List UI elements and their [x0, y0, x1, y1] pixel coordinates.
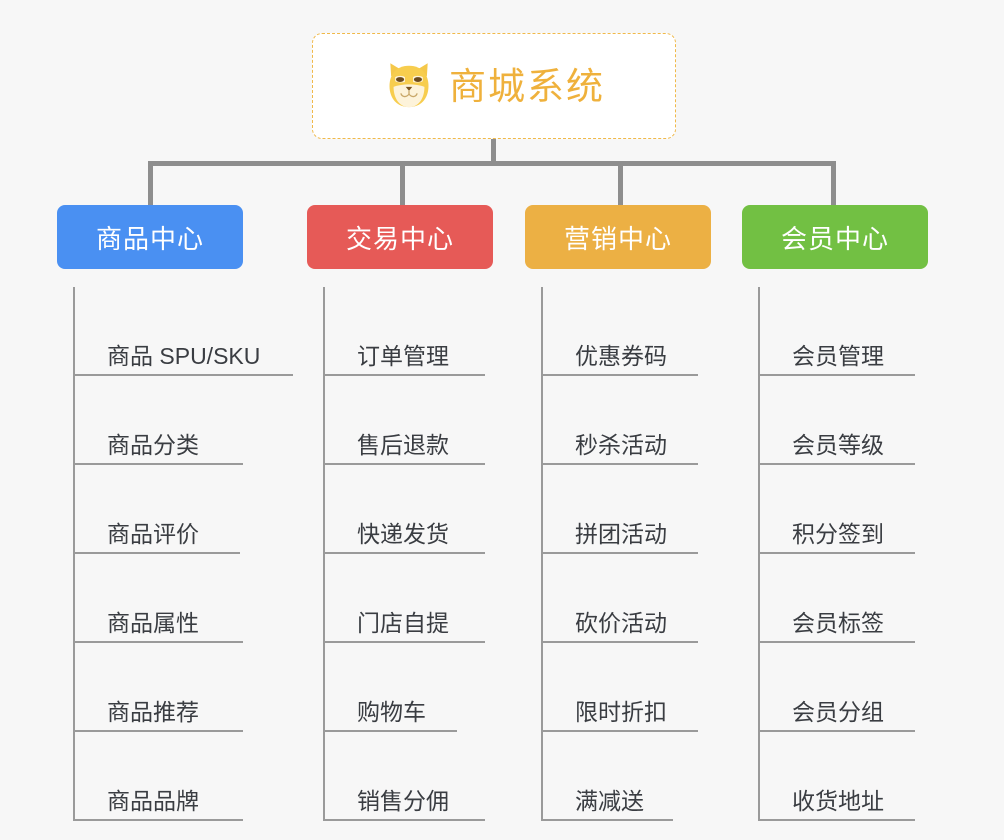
root-node[interactable]: 商城系统	[312, 33, 676, 139]
category-header-4[interactable]: 会员中心	[742, 205, 928, 269]
leaf-item[interactable]: 秒杀活动	[543, 376, 698, 465]
leaf-item[interactable]: 订单管理	[325, 287, 485, 376]
leaf-label: 收货地址	[792, 787, 884, 814]
leaf-item[interactable]: 商品品牌	[75, 732, 243, 821]
leaf-label: 会员分组	[792, 698, 884, 725]
leaf-label: 积分签到	[792, 520, 884, 547]
connector-drop-2	[400, 161, 405, 205]
leaf-item[interactable]: 会员管理	[760, 287, 915, 376]
leaf-item[interactable]: 购物车	[325, 643, 457, 732]
leaf-list-4: 会员管理 会员等级 积分签到 会员标签 会员分组 收货地址	[758, 287, 957, 821]
leaf-label: 商品属性	[107, 609, 199, 636]
connector-root-stem	[491, 139, 496, 165]
leaf-item[interactable]: 满减送	[543, 732, 673, 821]
leaf-item[interactable]: 会员分组	[760, 643, 915, 732]
category-label-3: 营销中心	[563, 223, 672, 254]
leaf-item[interactable]: 商品 SPU/SKU	[75, 287, 293, 376]
leaf-list-3: 优惠券码 秒杀活动 拼团活动 砍价活动 限时折扣 满减送	[541, 287, 740, 821]
branch-column-2: 交易中心 订单管理 售后退款 快递发货 门店自提 购物车 销售分佣	[307, 205, 525, 821]
leaf-label: 商品推荐	[107, 698, 199, 725]
leaf-item[interactable]: 收货地址	[760, 732, 915, 821]
leaf-item[interactable]: 会员等级	[760, 376, 915, 465]
leaf-item[interactable]: 拼团活动	[543, 465, 698, 554]
leaf-label: 销售分佣	[357, 787, 449, 814]
connector-drop-1	[148, 161, 153, 205]
category-label-2: 交易中心	[345, 223, 454, 254]
leaf-item[interactable]: 商品属性	[75, 554, 243, 643]
leaf-label: 商品 SPU/SKU	[107, 342, 261, 369]
leaf-list-2: 订单管理 售后退款 快递发货 门店自提 购物车 销售分佣	[323, 287, 525, 821]
leaf-label: 商品品牌	[107, 787, 199, 814]
leaf-item[interactable]: 限时折扣	[543, 643, 698, 732]
leaf-item[interactable]: 门店自提	[325, 554, 485, 643]
leaf-label: 限时折扣	[575, 698, 667, 725]
connector-horizontal-bar	[148, 161, 836, 166]
leaf-item[interactable]: 砍价活动	[543, 554, 698, 643]
leaf-item[interactable]: 销售分佣	[325, 732, 485, 821]
leaf-item[interactable]: 会员标签	[760, 554, 915, 643]
leaf-label: 购物车	[357, 698, 426, 725]
leaf-label: 会员标签	[792, 609, 884, 636]
leaf-label: 门店自提	[357, 609, 449, 636]
shiba-inu-icon	[389, 63, 429, 108]
leaf-item[interactable]: 售后退款	[325, 376, 485, 465]
leaf-label: 商品分类	[107, 431, 199, 458]
leaf-label: 会员管理	[792, 342, 884, 369]
leaf-item[interactable]: 快递发货	[325, 465, 485, 554]
leaf-item[interactable]: 商品评价	[75, 465, 240, 554]
leaf-list-1: 商品 SPU/SKU 商品分类 商品评价 商品属性 商品推荐 商品品牌	[73, 287, 307, 821]
leaf-label: 秒杀活动	[575, 431, 667, 458]
leaf-item[interactable]: 商品分类	[75, 376, 243, 465]
leaf-item[interactable]: 优惠券码	[543, 287, 698, 376]
leaf-item[interactable]: 积分签到	[760, 465, 915, 554]
leaf-label: 砍价活动	[575, 609, 667, 636]
leaf-label: 售后退款	[357, 431, 449, 458]
category-header-2[interactable]: 交易中心	[307, 205, 493, 269]
connector-drop-4	[831, 161, 836, 205]
leaf-item[interactable]: 商品推荐	[75, 643, 243, 732]
leaf-label: 会员等级	[792, 431, 884, 458]
category-header-1[interactable]: 商品中心	[57, 205, 243, 269]
leaf-label: 满减送	[575, 787, 644, 814]
category-label-4: 会员中心	[780, 223, 889, 254]
leaf-label: 拼团活动	[575, 520, 667, 547]
leaf-label: 订单管理	[357, 342, 449, 369]
category-header-3[interactable]: 营销中心	[525, 205, 711, 269]
branch-column-4: 会员中心 会员管理 会员等级 积分签到 会员标签 会员分组 收货地址	[742, 205, 957, 821]
category-label-1: 商品中心	[95, 223, 204, 254]
leaf-label: 商品评价	[107, 520, 199, 547]
connector-drop-3	[618, 161, 623, 205]
leaf-label: 优惠券码	[575, 342, 667, 369]
leaf-label: 快递发货	[357, 520, 449, 547]
branch-column-3: 营销中心 优惠券码 秒杀活动 拼团活动 砍价活动 限时折扣 满减送	[525, 205, 740, 821]
branch-column-1: 商品中心 商品 SPU/SKU 商品分类 商品评价 商品属性 商品推荐 商品品牌	[57, 205, 307, 821]
root-title: 商城系统	[449, 65, 605, 107]
